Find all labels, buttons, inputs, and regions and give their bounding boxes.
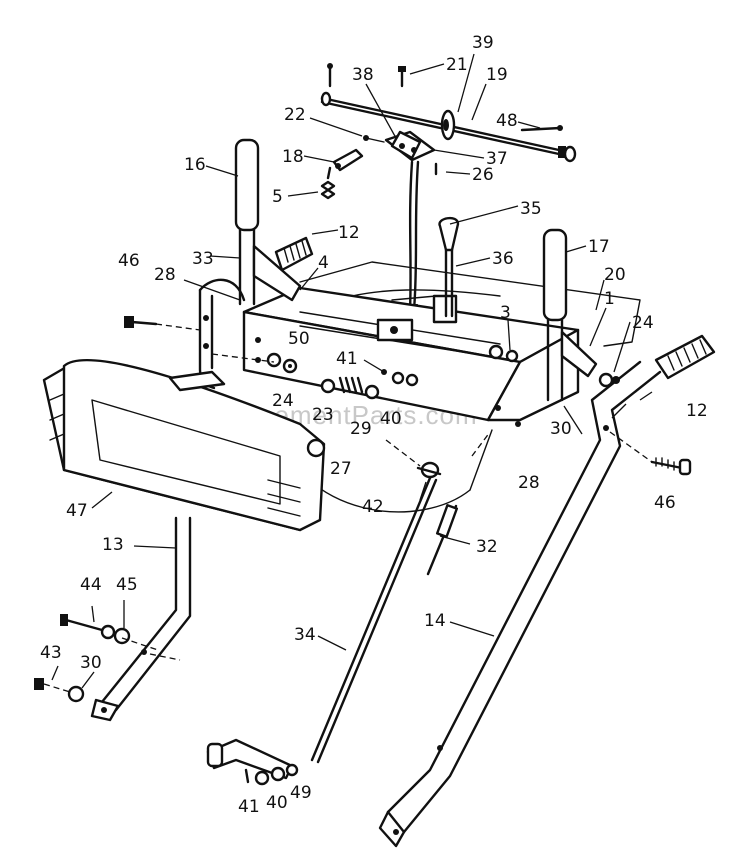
callout-27: 27 xyxy=(330,459,352,479)
rod-34 xyxy=(310,476,432,762)
callout-42: 42 xyxy=(362,497,384,517)
spring-5 xyxy=(320,180,336,200)
callout-50: 50 xyxy=(288,329,310,349)
callout-37: 37 xyxy=(486,149,508,169)
lower-grip-12 xyxy=(654,334,716,380)
callout-12-upper: 12 xyxy=(338,223,360,243)
callout-labels: 39 21 19 38 22 48 37 18 26 16 5 35 12 17… xyxy=(40,33,708,817)
callout-41-mid: 41 xyxy=(336,349,358,369)
callout-34: 34 xyxy=(294,625,316,645)
callout-46-right: 46 xyxy=(654,493,676,513)
callout-39: 39 xyxy=(472,33,494,53)
callout-22: 22 xyxy=(284,105,306,125)
callout-26: 26 xyxy=(472,165,494,185)
centerlines xyxy=(43,323,653,693)
shift-rod-assembly xyxy=(320,63,577,318)
right-handle-grip xyxy=(542,228,568,322)
callout-28-left: 28 xyxy=(154,265,176,285)
callout-40-bottom: 40 xyxy=(266,793,288,813)
callout-24-left: 24 xyxy=(272,391,294,411)
upper-grip-12 xyxy=(274,236,314,272)
callout-17: 17 xyxy=(588,237,610,257)
main-frame xyxy=(242,261,641,513)
callout-46-left: 46 xyxy=(118,251,140,271)
callout-30-left: 30 xyxy=(80,653,102,673)
callout-36: 36 xyxy=(492,249,514,269)
callout-4: 4 xyxy=(318,253,329,273)
crank-handle xyxy=(206,738,294,780)
left-lower-handle xyxy=(90,516,192,722)
shift-knob xyxy=(438,216,460,252)
dash-cover-47 xyxy=(42,358,326,532)
callout-35: 35 xyxy=(520,199,542,219)
right-upper-handle xyxy=(542,228,598,402)
callout-20: 20 xyxy=(604,265,626,285)
callout-13: 13 xyxy=(102,535,124,555)
callout-19: 19 xyxy=(486,65,508,85)
callout-38: 38 xyxy=(352,65,374,85)
callout-3: 3 xyxy=(500,303,511,323)
shift-lever xyxy=(438,216,460,318)
callout-45: 45 xyxy=(116,575,138,595)
callout-43: 43 xyxy=(40,643,62,663)
callout-30-right: 30 xyxy=(550,419,572,439)
callout-21: 21 xyxy=(446,55,468,75)
callout-29: 29 xyxy=(350,419,372,439)
callout-24-right: 24 xyxy=(632,313,654,333)
callout-41-bottom: 41 xyxy=(238,797,260,817)
callout-32: 32 xyxy=(476,537,498,557)
callout-40-mid: 40 xyxy=(380,409,402,429)
shift-cable xyxy=(408,160,414,312)
left-handle-grip xyxy=(234,138,260,232)
callout-5: 5 xyxy=(272,187,283,207)
callout-16: 16 xyxy=(184,155,206,175)
callout-18: 18 xyxy=(282,147,304,167)
callout-48: 48 xyxy=(496,111,518,131)
right-lower-handle xyxy=(378,334,716,848)
callout-33: 33 xyxy=(192,249,214,269)
callout-1: 1 xyxy=(604,289,615,309)
callout-47: 47 xyxy=(66,501,88,521)
hardware xyxy=(34,316,692,786)
callout-23: 23 xyxy=(312,405,334,425)
callout-leaders xyxy=(51,53,653,689)
callout-28-right: 28 xyxy=(518,473,540,493)
dash-cover-body xyxy=(62,358,326,532)
callout-12-lower: 12 xyxy=(686,401,708,421)
callout-44: 44 xyxy=(80,575,102,595)
left-upper-handle xyxy=(198,138,314,306)
callout-14: 14 xyxy=(424,611,446,631)
spring-27 xyxy=(338,376,364,394)
callout-49: 49 xyxy=(290,783,312,803)
